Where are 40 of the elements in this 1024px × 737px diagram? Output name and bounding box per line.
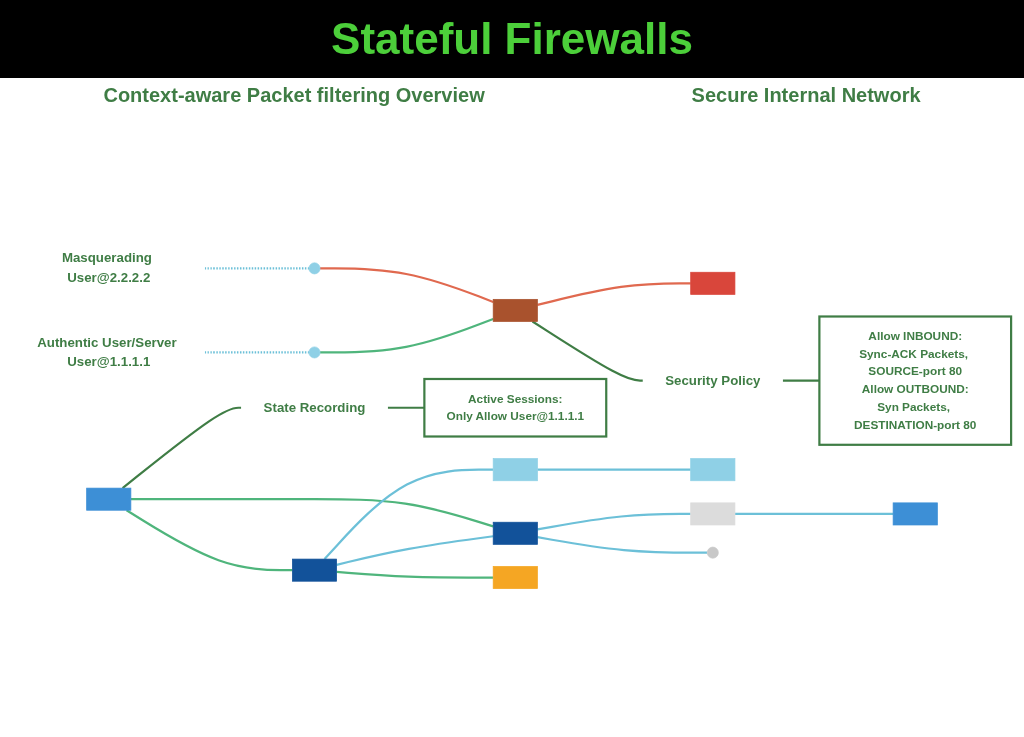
connector bbox=[537, 536, 708, 554]
connector bbox=[782, 379, 820, 382]
connector bbox=[336, 535, 494, 566]
node-text: State Recording bbox=[263, 400, 366, 415]
node-text: Authentic User/Server User@1.1.1.1 bbox=[37, 334, 177, 370]
node-box bbox=[690, 502, 736, 526]
connector bbox=[323, 468, 494, 560]
label-text: Secure Internal Network bbox=[691, 84, 921, 107]
connector bbox=[320, 317, 494, 354]
connector bbox=[734, 512, 894, 516]
node-circle bbox=[706, 546, 719, 559]
connector bbox=[121, 406, 242, 489]
node-circle bbox=[308, 262, 321, 275]
connector bbox=[130, 498, 494, 528]
connector bbox=[387, 406, 425, 409]
node-box bbox=[892, 502, 938, 526]
node-box: Allow INBOUND: Sync-ACK Packets, SOURCE-port 80 Allow OUTBOUND: Syn Packets, DESTINATION-port 80 bbox=[818, 315, 1013, 446]
node-box bbox=[690, 458, 736, 482]
title: Stateful Firewalls bbox=[331, 14, 693, 64]
connector bbox=[204, 351, 309, 354]
node-box bbox=[492, 566, 538, 589]
connector bbox=[537, 282, 691, 306]
connector bbox=[336, 570, 494, 579]
node-box bbox=[86, 487, 132, 511]
label-text: Context-aware Packet filtering Overview bbox=[103, 84, 485, 107]
connector bbox=[531, 320, 644, 382]
node-circle bbox=[308, 346, 321, 359]
node-box bbox=[492, 458, 538, 482]
connector bbox=[537, 512, 691, 531]
connector bbox=[204, 267, 309, 270]
connector bbox=[126, 509, 293, 572]
node-box bbox=[292, 558, 337, 582]
node-box bbox=[690, 271, 736, 295]
node-box bbox=[492, 299, 538, 322]
connector bbox=[320, 267, 494, 303]
node-box bbox=[492, 521, 538, 545]
node-box: Active Sessions: Only Allow User@1.1.1.1 bbox=[423, 377, 608, 438]
node-text: Masquerading User@2.2.2.2 bbox=[61, 250, 152, 286]
connector bbox=[537, 468, 691, 471]
node-text: Security Policy bbox=[665, 372, 761, 388]
